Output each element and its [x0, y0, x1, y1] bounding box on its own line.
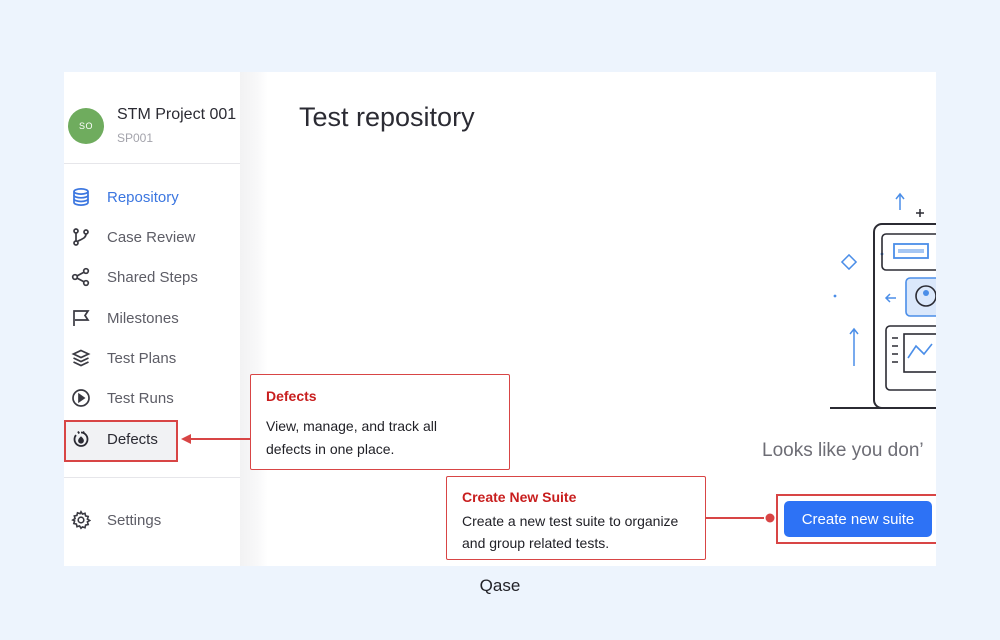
git-branch-icon	[71, 227, 91, 247]
callout-title: Create New Suite	[462, 489, 577, 505]
sidebar-item-label: Settings	[107, 511, 162, 529]
divider	[64, 163, 240, 164]
sidebar-item-label: Defects	[107, 430, 158, 448]
sidebar-item-label: Repository	[107, 188, 179, 206]
create-new-suite-button[interactable]: Create new suite	[784, 501, 932, 537]
sidebar-item-case-review[interactable]: Case Review	[64, 220, 240, 254]
callout-body-line: Create a new test suite to organize	[462, 513, 679, 529]
sidebar-item-test-plans[interactable]: Test Plans	[64, 341, 240, 375]
sidebar-item-milestones[interactable]: Milestones	[64, 301, 240, 335]
sidebar-item-settings[interactable]: Settings	[64, 503, 240, 537]
database-icon	[71, 187, 91, 207]
sidebar-item-label: Case Review	[107, 228, 196, 246]
sidebar-item-label: Test Plans	[107, 349, 177, 367]
sidebar-shadow	[240, 72, 268, 566]
callout-body-line: View, manage, and track all	[266, 418, 437, 434]
sidebar-item-defects[interactable]: Defects	[64, 422, 240, 456]
sidebar-item-label: Test Runs	[107, 389, 174, 407]
sidebar-item-shared-steps[interactable]: Shared Steps	[64, 260, 240, 294]
project-name: STM Project 001	[117, 106, 237, 123]
sidebar-item-test-runs[interactable]: Test Runs	[64, 381, 240, 415]
callout-body-line: defects in one place.	[266, 441, 395, 457]
project-code: SP001	[117, 131, 154, 145]
page-title: Test repository	[299, 102, 475, 132]
bug-icon	[71, 429, 91, 449]
play-circle-icon	[71, 388, 91, 408]
empty-state-text: Looks like you don’	[762, 440, 924, 461]
main-content: Test repository	[268, 72, 936, 566]
flag-icon	[71, 308, 91, 328]
document-illustration-icon	[830, 182, 936, 412]
sidebar-item-label: Shared Steps	[107, 268, 198, 286]
callout-title: Defects	[266, 388, 317, 404]
avatar: SO	[68, 108, 104, 144]
defects-callout: Defects View, manage, and track all defe…	[250, 374, 510, 470]
image-caption: Qase	[479, 576, 521, 595]
layers-icon	[71, 348, 91, 368]
sidebar-item-repository[interactable]: Repository	[64, 180, 240, 214]
project-header[interactable]: SO STM Project 001 SP001	[68, 102, 240, 150]
sidebar-item-label: Milestones	[107, 309, 179, 327]
share-icon	[71, 267, 91, 287]
gear-icon	[71, 510, 91, 530]
callout-body-line: and group related tests.	[462, 535, 610, 551]
divider	[64, 477, 240, 478]
sidebar: SO STM Project 001 SP001 Repository	[64, 72, 240, 566]
create-suite-callout: Create New Suite Create a new test suite…	[446, 476, 706, 560]
